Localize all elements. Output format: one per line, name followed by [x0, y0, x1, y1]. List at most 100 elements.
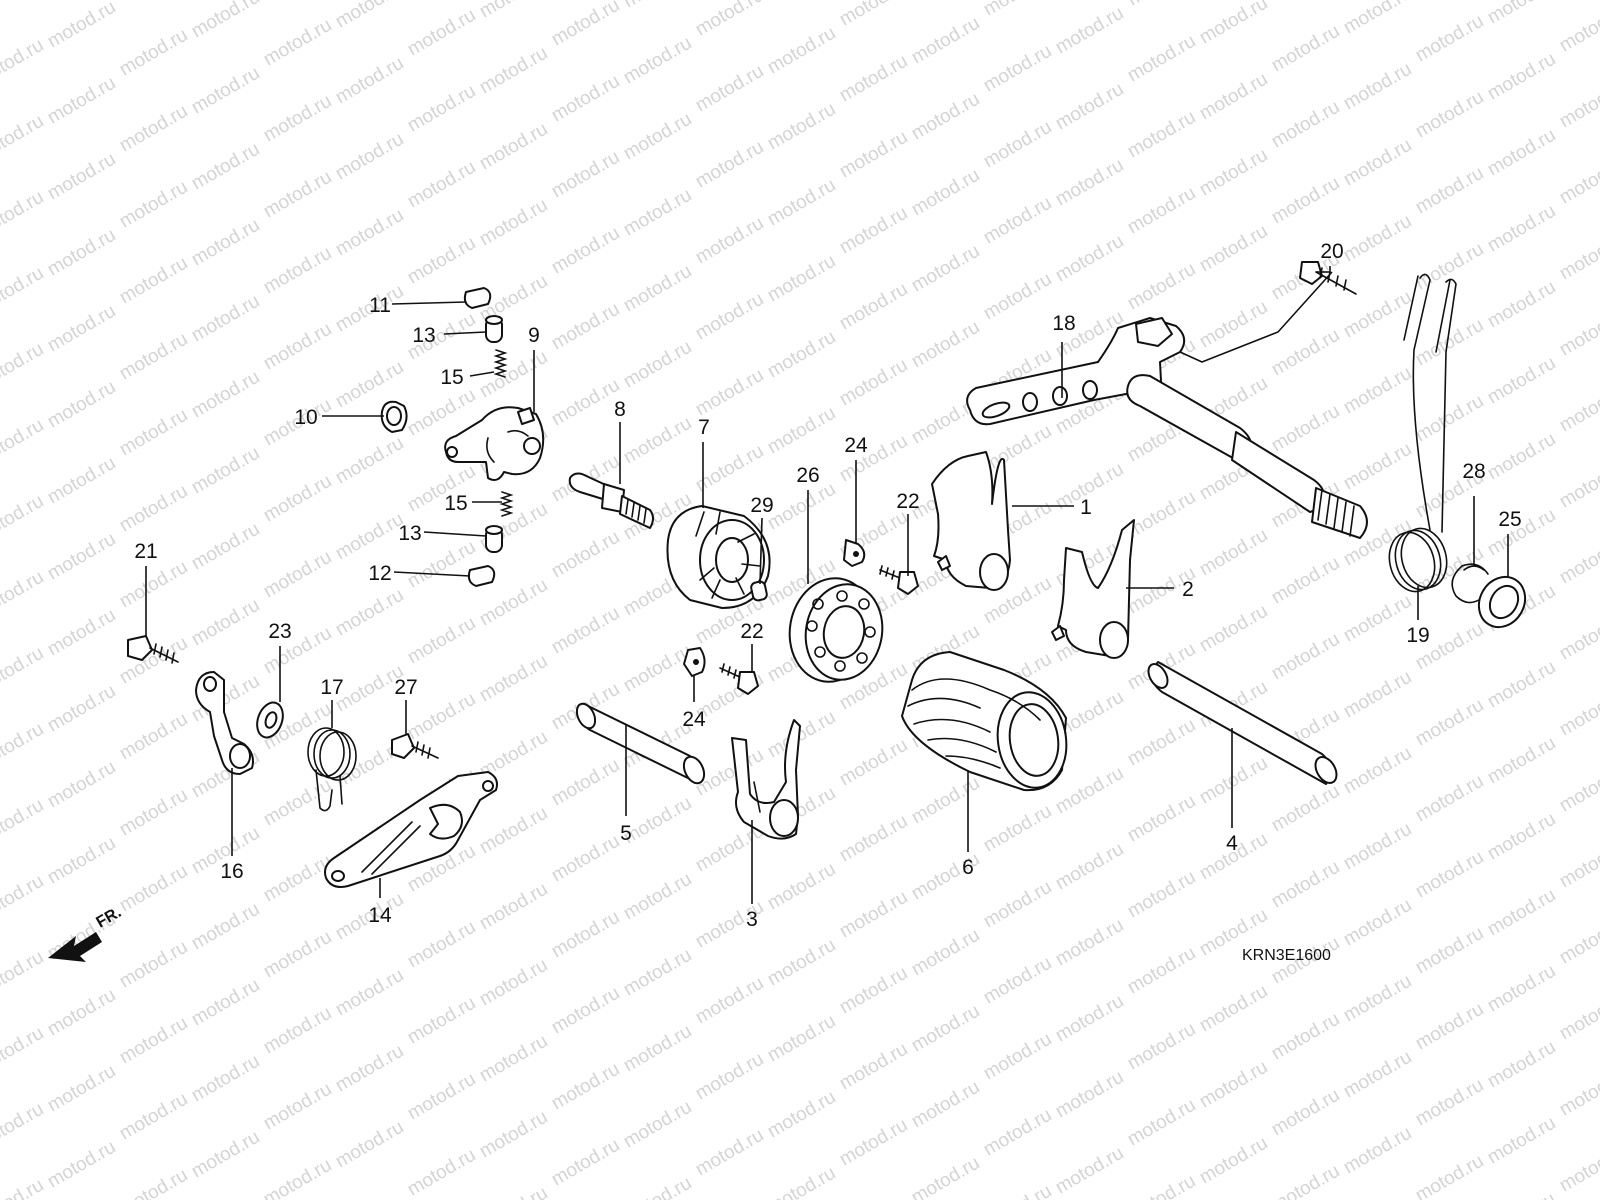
watermark-text: motod.ru — [980, 877, 1055, 933]
part-14-stopper-plate[interactable] — [324, 771, 498, 888]
part-18-gearshift-spindle[interactable] — [966, 317, 1368, 539]
part-22-bolt-upper[interactable] — [879, 565, 919, 595]
watermark-text: motod.ru — [188, 215, 263, 271]
part-15-spring-bottom[interactable] — [499, 491, 514, 517]
part-2-shift-fork[interactable] — [1051, 519, 1135, 659]
part-16-shift-arm[interactable] — [195, 671, 254, 775]
part-9-stopper-arm[interactable] — [444, 406, 545, 481]
watermark-text: motod.ru — [404, 1069, 479, 1125]
part-12-cap[interactable] — [467, 565, 496, 587]
part-10-collar[interactable] — [380, 400, 408, 433]
part-1-shift-fork[interactable] — [931, 451, 1011, 591]
callout-24-upper[interactable]: 24 — [844, 434, 868, 457]
watermark-text: motod.ru — [764, 175, 839, 231]
part-26-bearing[interactable] — [782, 571, 890, 688]
part-25-oil-seal[interactable] — [1470, 568, 1534, 635]
watermark-text: motod.ru — [332, 53, 407, 109]
callout-22-lower[interactable]: 22 — [740, 620, 763, 643]
watermark-text: motod.ru — [980, 0, 1055, 20]
watermark-text: motod.ru — [692, 61, 767, 117]
watermark-text: motod.ru — [188, 443, 263, 499]
callout-26[interactable]: 26 — [796, 464, 819, 487]
callout-13-bottom[interactable]: 13 — [398, 522, 421, 545]
callout-9[interactable]: 9 — [528, 324, 540, 347]
part-19-return-spring[interactable] — [1383, 273, 1457, 596]
callout-14[interactable]: 14 — [368, 904, 392, 927]
part-24-plate-lower[interactable] — [683, 647, 706, 677]
callout-21[interactable]: 21 — [134, 540, 157, 563]
part-3-shift-fork[interactable] — [731, 719, 801, 840]
watermark-text: motod.ru — [1340, 439, 1415, 495]
watermark-text: motod.ru — [1484, 49, 1559, 105]
callout-8[interactable]: 8 — [614, 398, 626, 421]
part-20-bolt[interactable] — [1299, 261, 1357, 295]
callout-19[interactable]: 19 — [1406, 624, 1429, 647]
watermark-text: motod.ru — [1484, 1113, 1559, 1169]
watermark-text: motod.ru — [332, 1117, 407, 1173]
part-13-collar-top[interactable] — [485, 315, 503, 343]
part-4-fork-shaft[interactable] — [1145, 661, 1341, 787]
part-15-spring-top[interactable] — [493, 349, 508, 378]
callout-25[interactable]: 25 — [1498, 508, 1521, 531]
callout-22-upper[interactable]: 22 — [896, 490, 919, 513]
callout-12[interactable]: 12 — [368, 562, 391, 585]
watermark-text: motod.ru — [1124, 0, 1199, 10]
callout-2[interactable]: 2 — [1182, 578, 1194, 601]
callout-18[interactable]: 18 — [1052, 312, 1075, 335]
watermark-text: motod.ru — [476, 879, 551, 935]
callout-16[interactable]: 16 — [220, 860, 243, 883]
watermark-text: motod.ru — [116, 1089, 191, 1145]
watermark-text: motod.ru — [0, 0, 47, 14]
watermark-text: motod.ru — [332, 965, 407, 1021]
part-23-washer[interactable] — [253, 699, 288, 741]
part-7-drum-center[interactable] — [666, 505, 771, 609]
callout-3[interactable]: 3 — [746, 908, 758, 931]
watermark-text: motod.ru — [1052, 839, 1127, 895]
callout-15-top[interactable]: 15 — [440, 366, 463, 389]
watermark-text: motod.ru — [1124, 1171, 1199, 1200]
callout-6[interactable]: 6 — [962, 856, 974, 879]
watermark-text: motod.ru — [260, 319, 335, 375]
callout-4[interactable]: 4 — [1226, 832, 1238, 855]
callout-13-top[interactable]: 13 — [412, 324, 435, 347]
callout-23[interactable]: 23 — [268, 620, 291, 643]
callout-10[interactable]: 10 — [294, 406, 317, 429]
watermark-text: motod.ru — [1556, 1, 1600, 57]
watermark-text: motod.ru — [908, 1153, 983, 1200]
part-21-bolt[interactable] — [127, 635, 179, 664]
watermark-text: motod.ru — [764, 23, 839, 79]
part-27-bolt[interactable] — [391, 733, 439, 759]
watermark-text: motod.ru — [332, 205, 407, 261]
callout-24-lower[interactable]: 24 — [682, 708, 706, 731]
part-24-plate-upper[interactable] — [843, 539, 866, 567]
part-29-dowel-pin[interactable] — [750, 580, 768, 602]
callout-17[interactable]: 17 — [320, 676, 343, 699]
watermark-text: motod.ru — [0, 719, 47, 775]
watermark-text: motod.ru — [476, 1031, 551, 1087]
callout-29[interactable]: 29 — [750, 494, 773, 517]
callout-7[interactable]: 7 — [698, 416, 710, 439]
callout-20[interactable]: 20 — [1320, 240, 1343, 263]
watermark-text: motod.ru — [764, 1087, 839, 1143]
callout-28[interactable]: 28 — [1462, 460, 1485, 483]
part-5-fork-shaft[interactable] — [573, 701, 708, 787]
callout-1[interactable]: 1 — [1080, 496, 1092, 519]
callout-11[interactable]: 11 — [369, 294, 391, 317]
part-11-cap[interactable] — [463, 287, 492, 309]
callout-15-bottom[interactable]: 15 — [444, 492, 467, 515]
callout-5[interactable]: 5 — [620, 822, 632, 845]
part-8-center-bolt[interactable] — [568, 472, 654, 529]
watermark-text: motod.ru — [1556, 685, 1600, 741]
part-17-spring[interactable] — [307, 727, 357, 812]
watermark-text: motod.ru — [116, 1165, 191, 1200]
watermark-text: motod.ru — [1124, 107, 1199, 163]
watermark-text: motod.ru — [1484, 1037, 1559, 1093]
watermark-text: motod.ru — [260, 1079, 335, 1135]
watermark-text: motod.ru — [0, 187, 47, 243]
watermark-text: motod.ru — [116, 25, 191, 81]
leader-lines — [145, 266, 1509, 904]
part-6-shift-drum[interactable] — [901, 651, 1072, 792]
watermark-text: motod.ru — [1052, 915, 1127, 971]
part-13-collar-bottom[interactable] — [485, 525, 503, 553]
callout-27[interactable]: 27 — [394, 676, 417, 699]
